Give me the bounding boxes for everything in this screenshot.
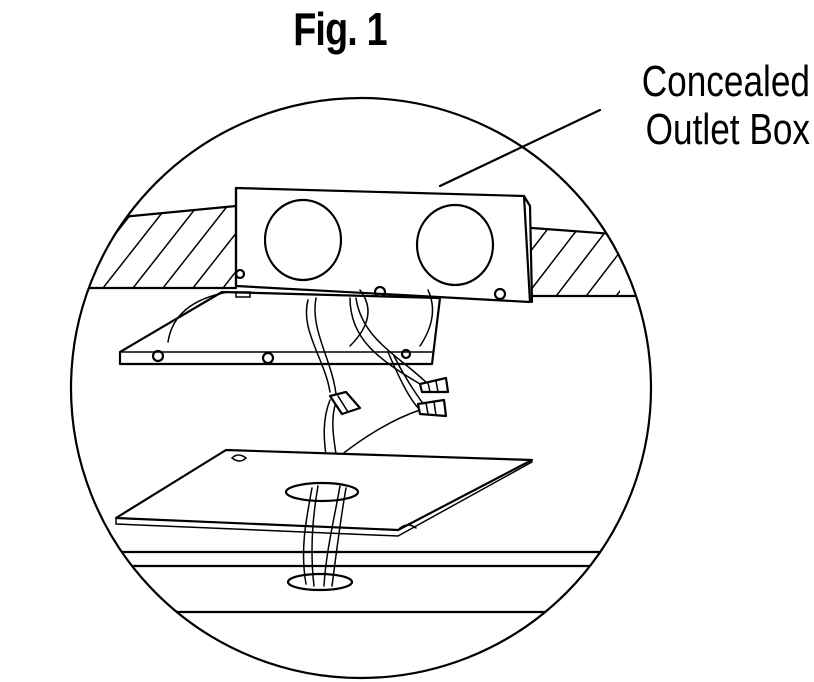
- callout-line-1: Concealed: [641, 57, 810, 106]
- ceiling-opening: [286, 572, 354, 592]
- wire-nuts: [328, 376, 450, 418]
- knockout-right: [415, 203, 495, 287]
- callout-leader-line: [438, 108, 602, 188]
- fixture-canopy-plate: [114, 448, 534, 537]
- outlet-box-callout-label: Concealed Outlet Box: [610, 58, 810, 154]
- concealed-outlet-box: [234, 186, 534, 304]
- detail-circle: [69, 96, 653, 680]
- knockout-left: [263, 198, 343, 282]
- figure-title: Fig. 1: [293, 3, 387, 55]
- canopy-center-hole: [284, 481, 360, 503]
- mounting-bracket: [118, 289, 442, 366]
- callout-line-2: Outlet Box: [645, 105, 810, 154]
